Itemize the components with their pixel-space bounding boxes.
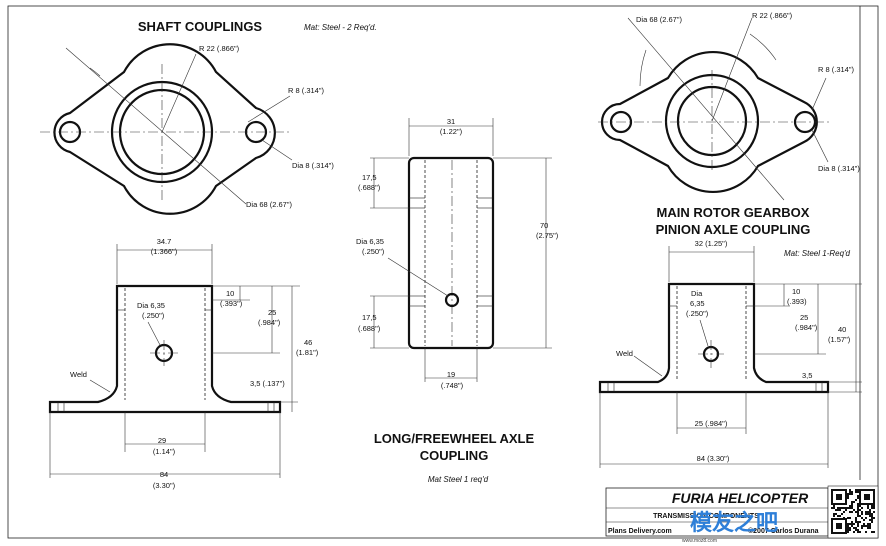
gb-h10: 10 bbox=[792, 287, 800, 296]
fw-dia635: Dia 6,35 bbox=[356, 237, 384, 246]
shaft-flange-top-view bbox=[40, 43, 293, 215]
qr-code[interactable] bbox=[827, 485, 879, 539]
fw-w19: 19 bbox=[447, 370, 455, 379]
shaft-h10-in: (.393") bbox=[220, 299, 243, 308]
gearbox-flange-top-view bbox=[598, 17, 830, 201]
gb-title-2: PINION AXLE COUPLING bbox=[656, 222, 811, 237]
title-plans: Plans Delivery.com bbox=[608, 528, 672, 535]
gb-t35: 3,5 bbox=[802, 371, 812, 380]
shaft-r22-label: R 22 (.866") bbox=[199, 44, 240, 53]
fw-w19-in: (.748") bbox=[441, 381, 464, 390]
gb-dia635: 6,35 bbox=[690, 299, 705, 308]
fw-material: Mat Steel 1 req'd bbox=[428, 475, 489, 484]
shaft-h10: 10 bbox=[226, 289, 234, 298]
gb-weld: Weld bbox=[616, 349, 633, 358]
shaft-dia68-label: Dia 68 (2.67") bbox=[246, 200, 293, 209]
fw-title-2: COUPLING bbox=[420, 448, 489, 463]
title-copyright: ©2007 Carlos Durana bbox=[748, 527, 819, 535]
shaft-dia635: Dia 6,35 bbox=[137, 301, 165, 310]
watermark-logo: 模友之吧 bbox=[690, 510, 778, 535]
shaft-dia8-label: Dia 8 (.314") bbox=[292, 161, 334, 170]
shaft-t35: 3,5 (.137") bbox=[250, 379, 285, 388]
shaft-w84-in: (3.30") bbox=[153, 481, 176, 490]
fw-dia635-in: (.250") bbox=[362, 247, 385, 256]
shaft-w347: 34.7 bbox=[157, 237, 172, 246]
fw-h175b: 17,5 bbox=[362, 313, 377, 322]
fw-h70: 70 bbox=[540, 221, 548, 230]
fw-h175b-in: (.688") bbox=[358, 324, 381, 333]
gb-h10-in: (.393) bbox=[787, 297, 807, 306]
gb-r22-label: R 22 (.866") bbox=[752, 11, 793, 20]
freewheel-coupling-view bbox=[370, 118, 552, 382]
gb-material: Mat: Steel 1-Req'd bbox=[784, 249, 851, 258]
gearbox-bracket-side-view bbox=[598, 246, 862, 468]
shaft-material: Mat: Steel - 2 Req'd. bbox=[304, 23, 377, 32]
watermark-url: www.moz8.com bbox=[682, 538, 717, 544]
fw-w31-in: (1.22") bbox=[440, 127, 463, 136]
gb-h25-in: (.984") bbox=[795, 323, 818, 332]
sheet-border bbox=[7, 5, 879, 539]
gb-w84: 84 (3.30") bbox=[697, 454, 730, 463]
shaft-w347-in: (1.366") bbox=[151, 247, 178, 256]
shaft-dia635-in: (.250") bbox=[142, 311, 165, 320]
gb-h40: 40 bbox=[838, 325, 846, 334]
shaft-w29-in: (1.14") bbox=[153, 447, 176, 456]
gb-r8-label: R 8 (.314") bbox=[818, 65, 855, 74]
gb-dia68-label: Dia 68 (2.67") bbox=[636, 15, 683, 24]
title-subtitle: TRANSMISSION COMPONENTS bbox=[653, 513, 759, 520]
fw-w31: 31 bbox=[447, 117, 455, 126]
fw-h175a-in: (.688") bbox=[358, 183, 381, 192]
shaft-h25: 25 bbox=[268, 308, 276, 317]
gb-title-1: MAIN ROTOR GEARBOX bbox=[657, 205, 810, 220]
fw-title-1: LONG/FREEWHEEL AXLE bbox=[374, 431, 535, 446]
gb-dia635-in: (.250") bbox=[686, 309, 709, 318]
shaft-title: SHAFT COUPLINGS bbox=[138, 19, 263, 34]
gb-w32: 32 (1.25") bbox=[695, 239, 728, 248]
gb-dia8-label: Dia 8 (.314") bbox=[818, 164, 860, 173]
shaft-w29: 29 bbox=[158, 436, 166, 445]
shaft-h46-in: (1.81") bbox=[296, 348, 319, 357]
title-brand: FURIA HELICOPTER bbox=[672, 490, 809, 506]
shaft-w84: 84 bbox=[160, 470, 168, 479]
shaft-weld: Weld bbox=[70, 370, 87, 379]
gb-dia: Dia bbox=[691, 289, 703, 298]
shaft-h25-in: (.984") bbox=[258, 318, 281, 327]
shaft-r8-label: R 8 (.314") bbox=[288, 86, 325, 95]
fw-h175a: 17,5 bbox=[362, 173, 377, 182]
gb-h40-in: (1.57") bbox=[828, 335, 851, 344]
shaft-bracket-side-view bbox=[48, 244, 300, 478]
shaft-h46: 46 bbox=[304, 338, 312, 347]
fw-h70-in: (2.75") bbox=[536, 231, 559, 240]
gb-h25: 25 bbox=[800, 313, 808, 322]
gb-w25: 25 (.984") bbox=[695, 419, 728, 428]
